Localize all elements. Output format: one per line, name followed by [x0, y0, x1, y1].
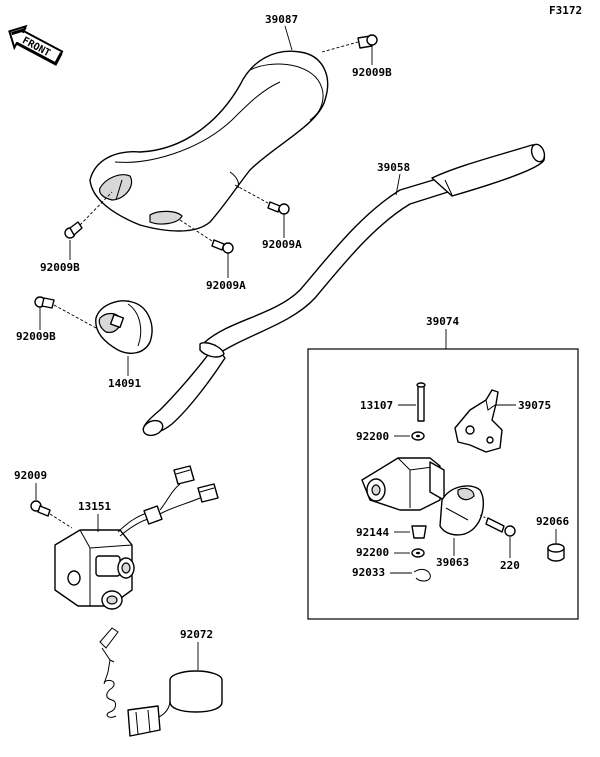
label-39075: 39075 — [518, 399, 551, 412]
bolt-top-part — [321, 34, 378, 53]
screw-220-part — [485, 517, 516, 537]
cap-part — [547, 543, 565, 562]
label-92072: 92072 — [180, 628, 213, 641]
handlebar-part — [142, 143, 546, 437]
label-92009a-mid: 92009A — [262, 238, 302, 251]
label-92009: 92009 — [14, 469, 47, 482]
lever-assembly-box — [307, 348, 579, 620]
figure-code: F3172 — [549, 4, 582, 17]
label-92200-lower: 92200 — [356, 546, 389, 559]
handlebar-cover-part — [89, 50, 329, 232]
bolt-mid-right-part — [267, 201, 290, 215]
label-92009a-lower: 92009A — [206, 279, 246, 292]
bolt-switch-part — [30, 500, 51, 517]
pivot-block-part — [361, 457, 445, 511]
label-92009b-top: 92009B — [352, 66, 392, 79]
pin-part — [416, 382, 426, 422]
label-92009b-left-upper: 92009B — [40, 261, 80, 274]
clip-part — [413, 569, 431, 582]
label-39058: 39058 — [377, 161, 410, 174]
lever-part — [454, 389, 503, 453]
throttle-case-part — [95, 300, 153, 354]
bolt-left-upper-part — [64, 221, 83, 239]
front-arrow-icon: FRONT — [8, 24, 64, 66]
holder-part — [439, 485, 484, 536]
bolt-lower-center-part — [211, 239, 234, 254]
spacer-part — [411, 525, 427, 539]
label-92009b-left-mid: 92009B — [16, 330, 56, 343]
label-92200-upper: 92200 — [356, 430, 389, 443]
label-13107: 13107 — [360, 399, 393, 412]
label-92144: 92144 — [356, 526, 389, 539]
label-220: 220 — [500, 559, 520, 572]
label-39063: 39063 — [436, 556, 469, 569]
lanyard-clamp-part — [99, 627, 223, 737]
switch-part — [54, 465, 219, 610]
label-92066: 92066 — [536, 515, 569, 528]
label-39074: 39074 — [426, 315, 459, 328]
label-14091: 14091 — [108, 377, 141, 390]
label-92033: 92033 — [352, 566, 385, 579]
bolt-left-mid-part — [34, 296, 55, 309]
label-13151: 13151 — [78, 500, 111, 513]
label-39087: 39087 — [265, 13, 298, 26]
